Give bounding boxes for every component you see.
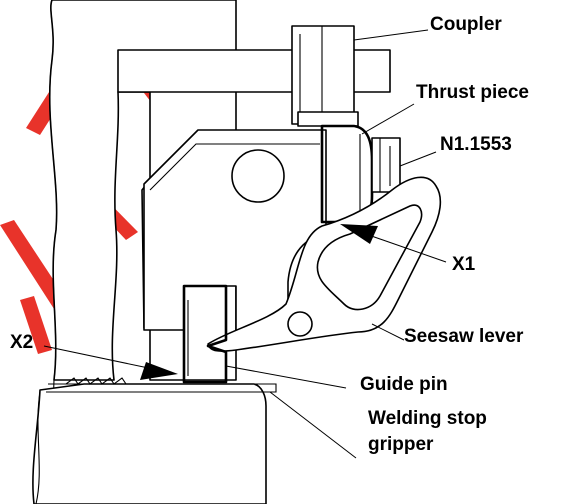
arrow-x2	[43, 345, 178, 380]
label-thrust-piece: Thrust piece	[416, 82, 529, 103]
label-x1: X1	[452, 254, 476, 275]
gripper-break-line	[35, 391, 41, 504]
label-welding-stop-line2: gripper	[368, 434, 434, 455]
gripper-body	[32, 383, 267, 504]
guide-pin-outline	[182, 284, 228, 384]
bolt-head	[371, 137, 401, 193]
label-seesaw-lever: Seesaw lever	[404, 326, 524, 347]
seesaw-lever-slot	[316, 204, 423, 311]
seesaw-lever	[207, 176, 442, 352]
arrow-x1-head	[340, 224, 378, 244]
watermark-stroke-6	[20, 296, 52, 354]
leader-seesaw-lever	[371, 323, 405, 341]
gripper-serration	[65, 377, 127, 385]
main-block-bore	[231, 149, 285, 203]
coupler	[291, 25, 359, 127]
seesaw-lever-pivot	[287, 311, 313, 337]
leader-n1	[399, 151, 437, 167]
label-coupler: Coupler	[430, 14, 502, 35]
coupler-body	[291, 25, 355, 125]
leader-lines	[225, 29, 437, 459]
bolt-n1-1553	[371, 137, 401, 193]
arrow-x2-head	[140, 362, 178, 380]
arrow-x1-shaft	[359, 231, 447, 263]
label-x2: X2	[10, 332, 33, 353]
guide-pin	[182, 284, 228, 384]
coupler-lower	[297, 111, 359, 127]
labels: Coupler Thrust piece N1.1553 X1 Seesaw l…	[10, 14, 529, 455]
leader-welding-stop	[269, 391, 357, 459]
welding-stop-gripper	[32, 377, 277, 504]
main-block-chamfer	[149, 143, 320, 191]
leader-coupler	[353, 29, 429, 41]
arrow-x2-shaft	[43, 345, 159, 371]
leader-guide-pin	[225, 365, 347, 389]
gripper-top-plate	[46, 383, 277, 393]
leader-thrust-piece	[361, 103, 415, 135]
arrow-x1	[340, 224, 447, 263]
label-welding-stop-line1: Welding stop	[368, 408, 487, 429]
watermark-stroke-5	[0, 220, 70, 312]
label-guide-pin: Guide pin	[360, 374, 448, 395]
label-n1-1553: N1.1553	[440, 134, 512, 155]
